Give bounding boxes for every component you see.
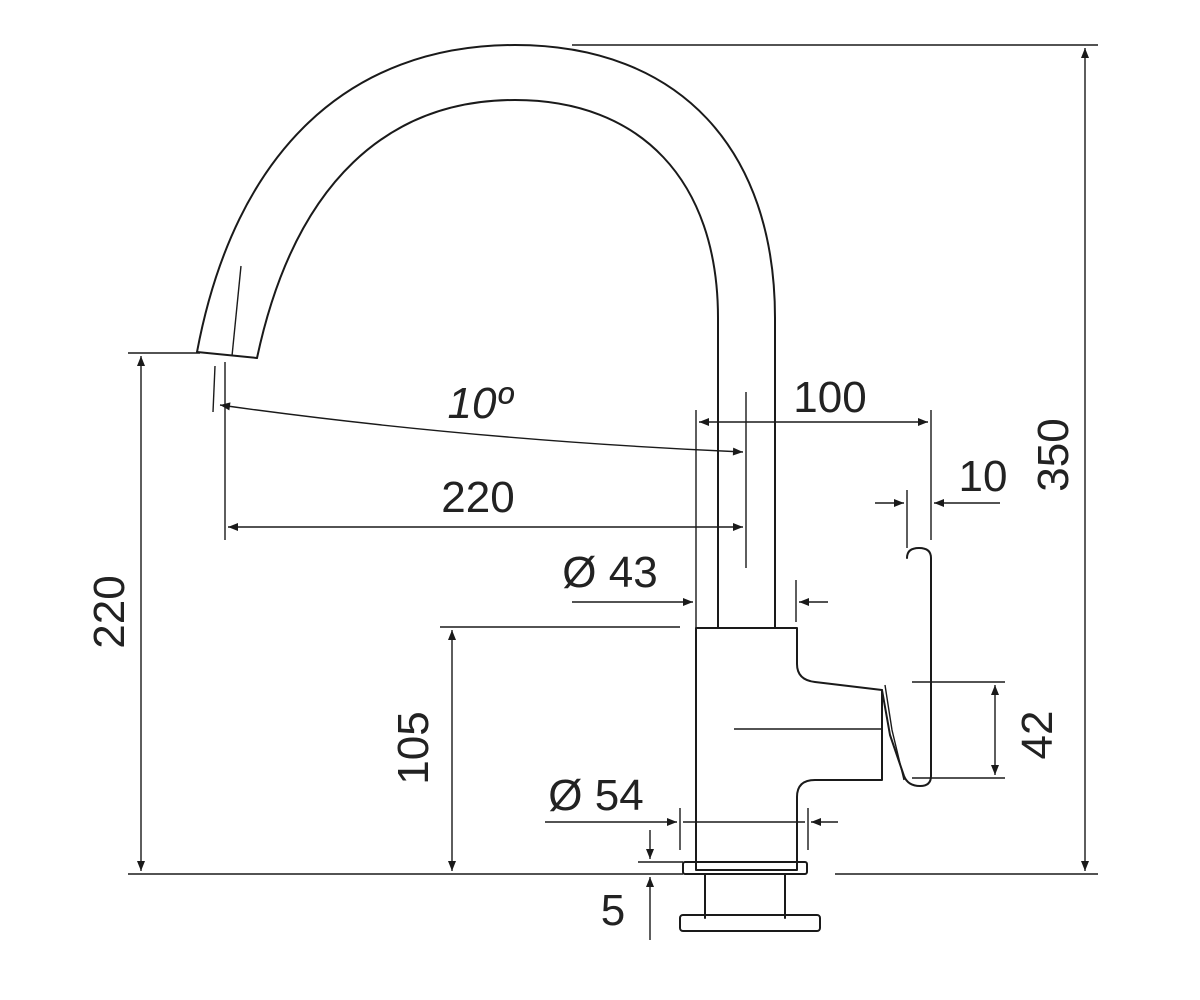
lever-handle — [881, 547, 932, 787]
lever-handle-inner — [884, 684, 905, 781]
faucet-outline — [196, 44, 932, 932]
label-base-diameter: Ø 54 — [548, 771, 643, 820]
label-total-height: 350 — [1029, 418, 1078, 491]
dim-arc-spout-angle — [219, 402, 744, 456]
label-lever-height: 42 — [1013, 711, 1062, 760]
label-lever-offset: 100 — [793, 373, 866, 422]
label-plate-thickness: 5 — [601, 886, 625, 935]
base-plate — [679, 914, 821, 932]
label-spout-reach: 220 — [441, 473, 514, 522]
base-ring — [682, 861, 808, 875]
base-stem — [704, 873, 786, 919]
spout-outer-edge — [196, 44, 776, 629]
spout-tip — [196, 351, 258, 359]
dimension-labels: 350 220 10º 220 100 10 Ø 43 105 42 Ø 54 … — [85, 373, 1078, 935]
dimension-lines — [128, 44, 1098, 940]
faucet-body — [695, 627, 883, 871]
label-spout-height: 220 — [85, 575, 134, 648]
spout-aerator-line — [231, 265, 242, 357]
label-spout-angle: 10º — [447, 379, 514, 428]
spout-inner-edge — [256, 99, 719, 629]
label-lever-thickness: 10 — [959, 452, 1008, 501]
label-base-height: 105 — [389, 711, 438, 784]
label-tube-diameter: Ø 43 — [562, 548, 657, 597]
